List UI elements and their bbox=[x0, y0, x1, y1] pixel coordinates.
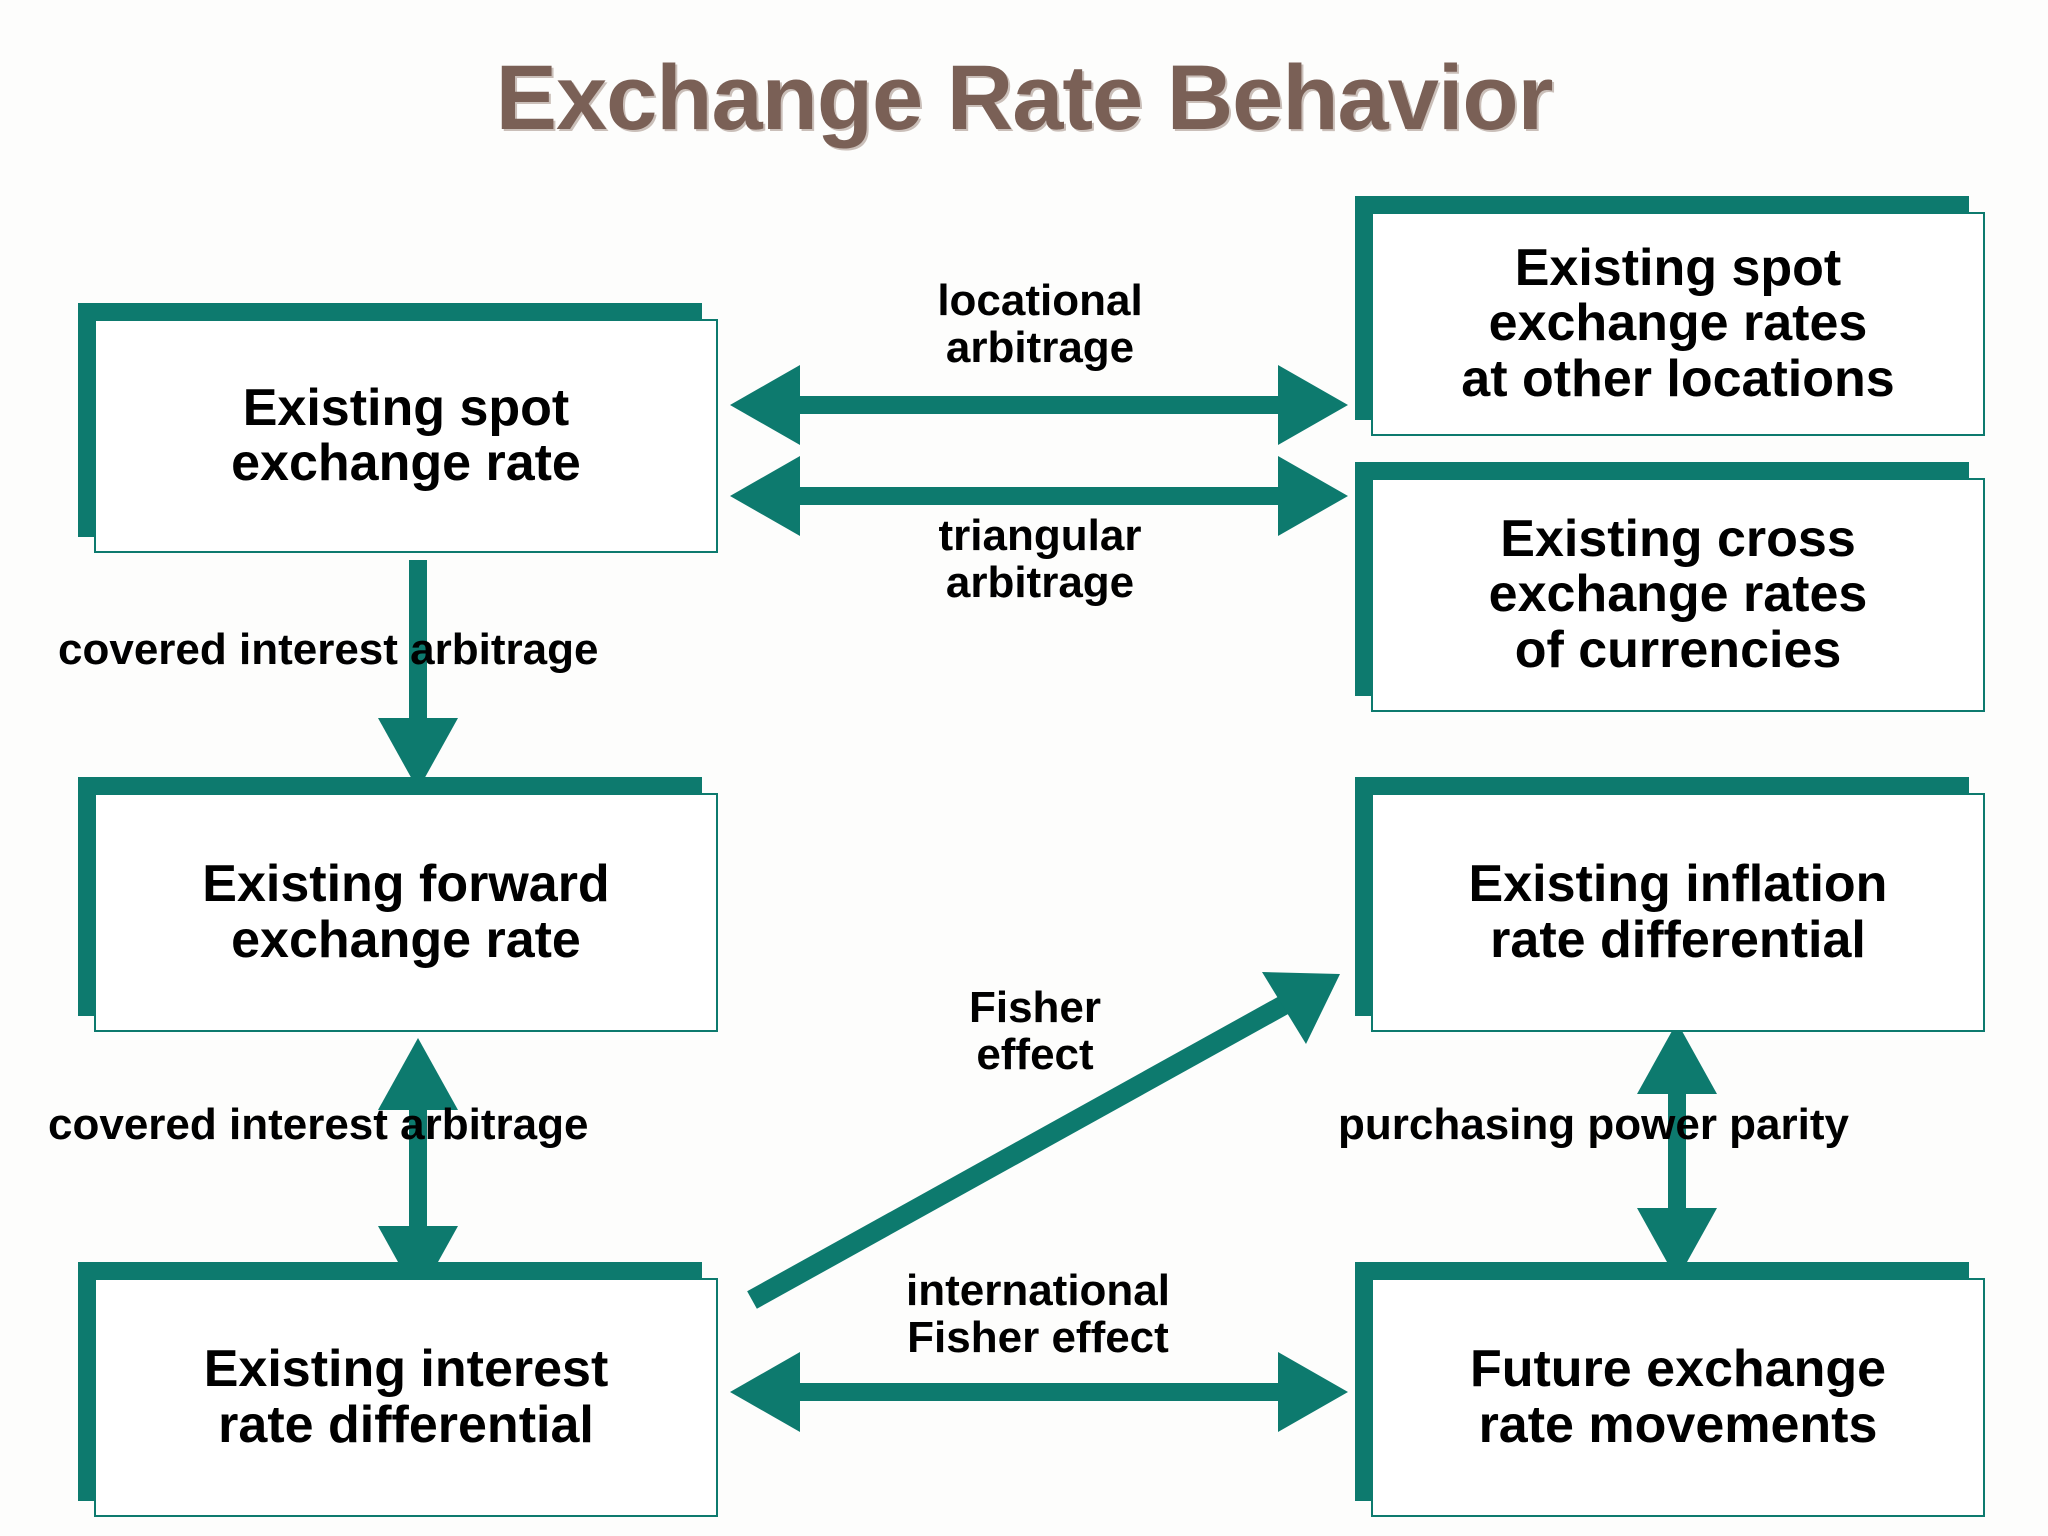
node-face: Future exchange rate movements bbox=[1371, 1278, 1985, 1517]
edge-label-triangular-arbitrage: triangular arbitrage bbox=[938, 511, 1142, 607]
page-title: Exchange Rate Behavior bbox=[495, 47, 1554, 149]
node-face: Existing inflation rate differential bbox=[1371, 793, 1985, 1032]
node-existing-spot-rates-other-locations[interactable]: Existing spot exchange rates at other lo… bbox=[1355, 196, 1985, 436]
edge-label-international-fisher-effect: international Fisher effect bbox=[905, 1266, 1171, 1362]
node-existing-spot-exchange-rate[interactable]: Existing spot exchange rate bbox=[78, 303, 718, 553]
arrow-purchasing-power-parity bbox=[1637, 1022, 1717, 1280]
node-face: Existing spot exchange rate bbox=[94, 319, 718, 553]
arrow-covered-interest-arbitrage-top bbox=[378, 560, 458, 790]
node-label: Existing forward exchange rate bbox=[202, 855, 610, 969]
arrow-covered-interest-arbitrage-bottom bbox=[378, 1038, 458, 1298]
node-label: Future exchange rate movements bbox=[1469, 1340, 1887, 1454]
node-existing-interest-rate-differential[interactable]: Existing interest rate differential bbox=[78, 1262, 718, 1517]
edge-label-covered-interest-arbitrage-top: covered interest arbitrage bbox=[58, 625, 599, 674]
node-future-exchange-rate-movements[interactable]: Future exchange rate movements bbox=[1355, 1262, 1985, 1517]
node-label: Existing spot exchange rates at other lo… bbox=[1461, 239, 1895, 408]
node-face: Existing cross exchange rates of currenc… bbox=[1371, 478, 1985, 712]
arrow-locational-arbitrage bbox=[730, 365, 1348, 445]
node-existing-cross-exchange-rates[interactable]: Existing cross exchange rates of currenc… bbox=[1355, 462, 1985, 712]
node-label: Existing interest rate differential bbox=[203, 1340, 609, 1454]
node-face: Existing spot exchange rates at other lo… bbox=[1371, 212, 1985, 436]
edge-label-covered-interest-arbitrage-bottom: covered interest arbitrage bbox=[48, 1100, 589, 1149]
node-label: Existing inflation rate differential bbox=[1468, 855, 1888, 969]
node-face: Existing forward exchange rate bbox=[94, 793, 718, 1032]
edge-label-locational-arbitrage: locational arbitrage bbox=[937, 276, 1143, 372]
node-existing-forward-exchange-rate[interactable]: Existing forward exchange rate bbox=[78, 777, 718, 1032]
node-face: Existing interest rate differential bbox=[94, 1278, 718, 1517]
node-existing-inflation-rate-differential[interactable]: Existing inflation rate differential bbox=[1355, 777, 1985, 1032]
node-label: Existing cross exchange rates of currenc… bbox=[1488, 510, 1868, 679]
arrow-international-fisher-effect bbox=[730, 1352, 1348, 1432]
edge-label-fisher-effect: Fisher effect bbox=[968, 983, 1102, 1079]
node-label: Existing spot exchange rate bbox=[231, 378, 581, 492]
edge-label-purchasing-power-parity: purchasing power parity bbox=[1338, 1100, 1849, 1149]
